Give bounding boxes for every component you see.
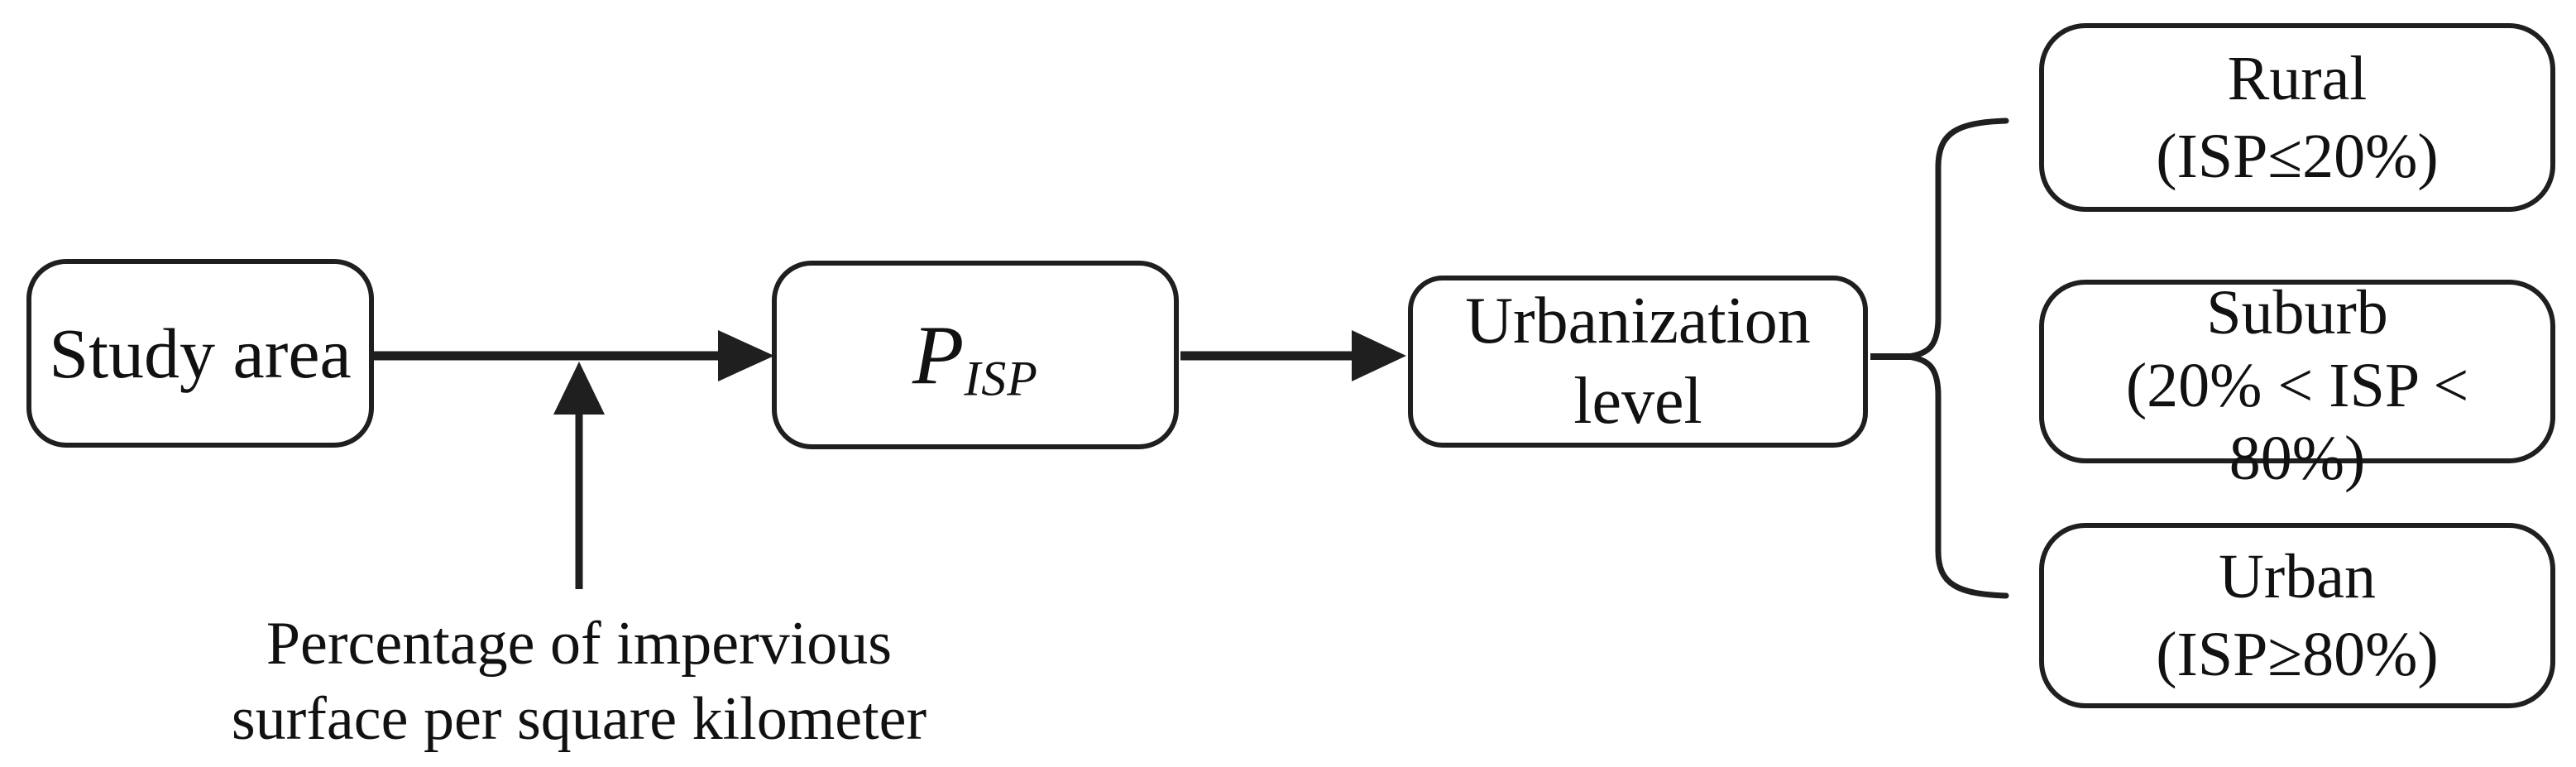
- level-text: level: [1573, 365, 1702, 438]
- suburb-label: Suburb (20% < ISP < 80%): [2044, 276, 2550, 495]
- suburb-condition-line1: (20% < ISP <: [2125, 351, 2469, 420]
- suburb-title: Suburb: [2206, 278, 2388, 348]
- annotation-line-1: Percentage of impervious: [266, 610, 893, 678]
- urban-title: Urban: [2219, 542, 2376, 611]
- node-urbanization-level: Urbanization level: [1408, 276, 1868, 448]
- suburb-condition-line2: 80%): [2229, 424, 2366, 493]
- node-p-isp: PISP: [772, 261, 1179, 449]
- annotation-line-2: surface per square kilometer: [231, 685, 927, 753]
- urbanization-text: Urbanization: [1465, 285, 1811, 357]
- rural-title: Rural: [2227, 44, 2368, 113]
- rural-label: Rural (ISP≤20%): [2044, 40, 2550, 195]
- study-area-label: Study area: [31, 312, 369, 395]
- p-isp-subscript: ISP: [964, 350, 1038, 405]
- node-urban: Urban (ISP≥80%): [2039, 523, 2555, 708]
- node-rural: Rural (ISP≤20%): [2039, 23, 2555, 212]
- urbanization-level-label: Urbanization level: [1413, 281, 1863, 442]
- arrow-right-head-icon: [718, 330, 774, 381]
- p-isp-base-symbol: P: [912, 308, 965, 402]
- p-isp-formula: PISP: [777, 307, 1174, 404]
- node-suburb: Suburb (20% < ISP < 80%): [2039, 278, 2555, 493]
- study-area-text: Study area: [49, 314, 352, 393]
- node-study-area: Study area: [26, 259, 374, 448]
- urban-condition: (ISP≥80%): [2156, 620, 2439, 689]
- urban-label: Urban (ISP≥80%): [2044, 538, 2550, 693]
- curly-brace-icon: [1907, 117, 2009, 599]
- p-isp-label: PISP: [777, 307, 1174, 404]
- arrow-up-head-icon: [553, 362, 605, 415]
- impervious-surface-annotation: Percentage of impervious surface per squ…: [194, 606, 964, 757]
- rural-condition: (ISP≤20%): [2156, 122, 2439, 191]
- arrow-right-head-icon: [1352, 330, 1406, 381]
